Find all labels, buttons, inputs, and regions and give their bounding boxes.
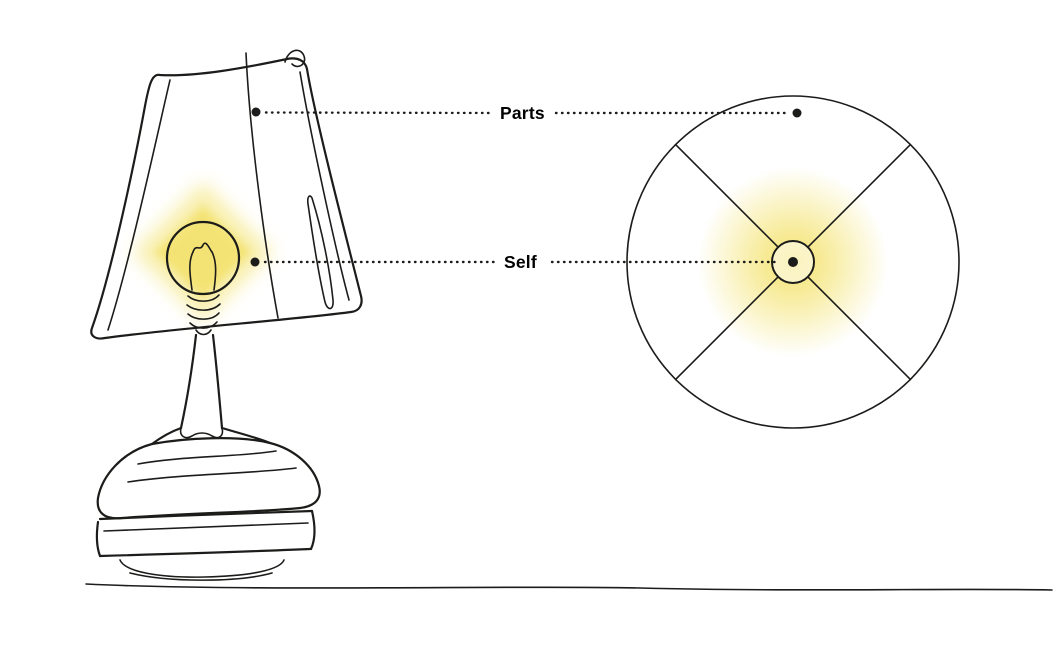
lamp-shade: [90, 49, 363, 340]
self-label: Self: [504, 252, 537, 272]
wheel-spokes: [674, 143, 912, 381]
self-connector: [250, 257, 798, 267]
self-anchor-dot-wheel-center: [788, 257, 798, 267]
bulb-glow: [133, 182, 273, 322]
wheel-outer-circle: [626, 95, 960, 429]
parts-anchor-dot-wheel: [792, 108, 802, 118]
self-anchor-dot-lamp: [250, 257, 260, 267]
parts-connector: [251, 107, 802, 118]
lamp-stem: [179, 333, 224, 439]
light-bulb-icon: [165, 220, 241, 336]
parts-label: Parts: [500, 103, 545, 123]
parts-anchor-dot-lamp: [251, 107, 261, 117]
lamp-illustration: [90, 49, 363, 581]
floor-line: [85, 583, 1053, 591]
lamp-base: [95, 426, 321, 581]
